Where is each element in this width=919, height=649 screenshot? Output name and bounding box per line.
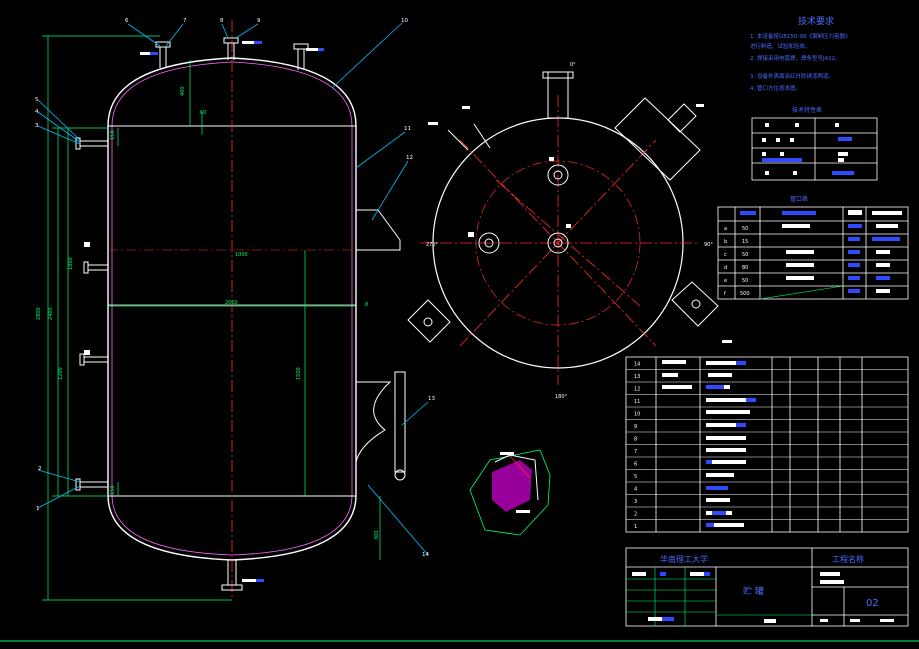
- bom-row-number: 7: [634, 449, 637, 455]
- svg-text:2800: 2800: [36, 307, 42, 320]
- plan-openings: [478, 164, 569, 254]
- svg-text:400: 400: [180, 86, 186, 96]
- nozzle-dn-d: 80: [742, 265, 748, 271]
- nozzle-table: 管口表 a 50 b 15 c 50 d 80 e 50 f 500: [717, 195, 909, 300]
- bom-row-number: 4: [634, 487, 637, 493]
- svg-text:1000: 1000: [235, 252, 248, 258]
- side-bracket: [356, 209, 401, 251]
- plan-angle-labels: 0° 90° 180° 270°: [426, 62, 713, 400]
- dimension-lines: [42, 35, 381, 601]
- svg-text:150: 150: [110, 130, 116, 140]
- nozzle-dn-f: 500: [740, 291, 750, 297]
- angle-left: 270°: [426, 242, 439, 248]
- support-lug: [355, 371, 406, 481]
- weld-detail: [469, 449, 551, 536]
- project-name: 工程名称: [832, 554, 864, 564]
- vessel-shell-inner: [111, 61, 353, 556]
- callout-2: 2: [38, 466, 42, 472]
- callout-14: 14: [422, 552, 429, 558]
- left-side-nozzles: [75, 137, 108, 491]
- callout-9: 9: [257, 18, 261, 24]
- nozzle-dn-a: 50: [742, 226, 748, 232]
- plan-nozzles: [407, 71, 719, 343]
- vessel-elevation: 2800 2400 1200 400 150 150 2000 1000 150…: [35, 18, 435, 601]
- vessel-shell: [107, 57, 357, 561]
- nozzle-mark-a: a: [724, 226, 727, 232]
- callout-1: 1: [36, 506, 40, 512]
- bom-row-number: 12: [634, 387, 640, 393]
- design-parameter-table: 技术特性表: [751, 106, 878, 181]
- callout-4: 4: [35, 109, 39, 115]
- bom-row-number: 13: [634, 374, 640, 380]
- nozzle-dn-c: 50: [742, 252, 748, 258]
- svg-text:150: 150: [110, 485, 116, 495]
- top-nozzles: [155, 37, 309, 70]
- bill-of-materials: 14 13 12 11 10 9 8 7 6 5 4 3 2 1: [625, 356, 909, 533]
- nozzle-dn-e: 50: [742, 278, 748, 284]
- dimension-texts: 2800 2400 1200 400 150 150 2000 1000 150…: [36, 86, 380, 540]
- svg-text:60: 60: [200, 110, 206, 116]
- notes-title: 技术要求: [798, 15, 834, 27]
- design-table-title: 技术特性表: [792, 106, 822, 114]
- note-line-5: 4. 管口方位按本图。: [750, 84, 801, 92]
- svg-text:1500: 1500: [296, 367, 302, 380]
- callout-13: 13: [428, 396, 435, 402]
- callout-10: 10: [401, 18, 408, 24]
- note-line-2: 进行制造、试验和验收。: [750, 42, 811, 50]
- nozzle-dn-b: 15: [742, 239, 748, 245]
- drawing-name: 贮 罐: [743, 585, 764, 597]
- callout-6: 6: [125, 18, 129, 24]
- callout-5: 5: [35, 97, 39, 103]
- callout-8: 8: [220, 18, 224, 24]
- bom-row-number: 6: [634, 462, 637, 468]
- nozzle-table-rows: a 50 b 15 c 50 d 80 e 50 f 500: [724, 226, 750, 297]
- bom-row-number: 9: [634, 424, 637, 430]
- bom-row-number: 5: [634, 474, 637, 480]
- callout-12: 12: [406, 155, 413, 161]
- callout-numbers: 6 7 8 9 10 11 12 13 14 5 4 3 2 1: [35, 18, 435, 558]
- nozzle-mark-b: b: [724, 239, 727, 245]
- callout-3: 3: [35, 123, 39, 129]
- bottom-drain-nozzle: [221, 560, 243, 591]
- svg-text:2400: 2400: [48, 307, 54, 320]
- note-line-1: 1. 本设备按GB150-98《钢制压力容器》: [750, 32, 851, 40]
- nozzle-mark-d: d: [724, 265, 727, 271]
- nozzle-table-title: 管口表: [790, 195, 808, 203]
- svg-text:300: 300: [374, 530, 380, 540]
- note-line-3: 2. 焊接采用电弧焊，焊条型号J422。: [750, 54, 841, 62]
- angle-top: 0°: [570, 62, 576, 68]
- angle-bottom: 180°: [555, 394, 568, 400]
- nozzle-mark-e: e: [724, 278, 727, 284]
- svg-text:2000: 2000: [225, 300, 238, 306]
- school-name: 华南理工大学: [660, 554, 708, 564]
- svg-text:1800: 1800: [68, 257, 74, 270]
- vessel-plan-view: 0° 90° 180° 270°: [407, 62, 732, 400]
- technical-notes: 技术要求 1. 本设备按GB150-98《钢制压力容器》 进行制造、试验和验收。…: [750, 15, 851, 92]
- bom-row-number: 10: [634, 412, 640, 418]
- leader-lines: [37, 22, 429, 556]
- svg-text:8: 8: [365, 302, 368, 308]
- bom-row-number: 1: [634, 524, 637, 530]
- bom-row-number: 3: [634, 499, 637, 505]
- bom-row-number: 14: [634, 362, 640, 368]
- note-line-4: 3. 设备外表面涂红丹防锈漆两道。: [750, 72, 834, 80]
- angle-right: 90°: [704, 242, 713, 248]
- bom-row-number: 8: [634, 437, 637, 443]
- bom-row-number: 2: [634, 512, 637, 518]
- nozzle-mark-c: c: [724, 252, 727, 258]
- drawing-number: 02: [866, 598, 879, 609]
- title-block: 华南理工大学 工程名称 贮 罐 02: [625, 547, 909, 627]
- bom-row-number: 11: [634, 399, 640, 405]
- plan-tags: [428, 104, 732, 343]
- callout-11: 11: [404, 126, 411, 132]
- svg-text:1200: 1200: [58, 367, 64, 380]
- nozzle-tags: [84, 41, 324, 582]
- callout-7: 7: [183, 18, 187, 24]
- nozzle-mark-f: f: [724, 291, 726, 297]
